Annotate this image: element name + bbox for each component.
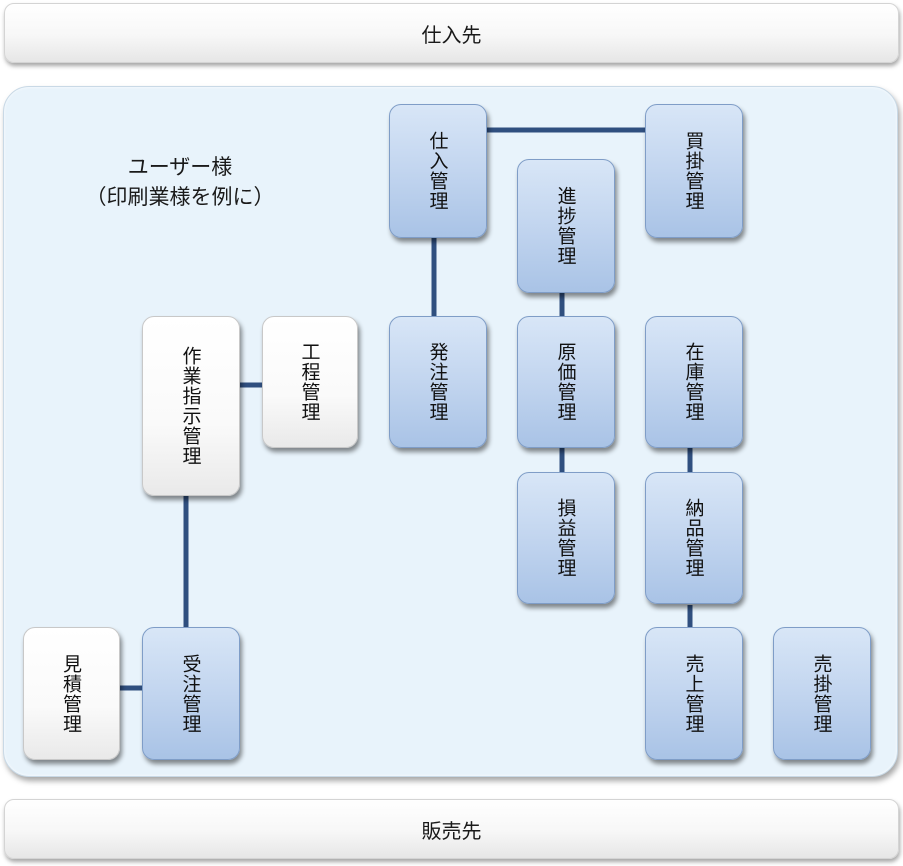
node-profit-loss-management: 損益管理	[517, 472, 615, 604]
customer-bar: 販売先	[4, 799, 899, 859]
node-label: 損益管理	[554, 498, 577, 578]
node-estimate-management: 見積管理	[23, 627, 120, 760]
node-cost-management: 原価管理	[517, 316, 615, 448]
node-work-order-management: 作業指示管理	[142, 316, 240, 496]
node-label: 売上管理	[682, 653, 705, 734]
node-label: 原価管理	[554, 342, 577, 422]
node-label: 納品管理	[682, 498, 705, 578]
node-purchase-management: 仕入管理	[389, 104, 487, 238]
node-label: 発注管理	[426, 342, 449, 422]
node-order-receipt-management: 受注管理	[142, 627, 240, 760]
customer-label: 販売先	[421, 818, 482, 843]
node-label: 工程管理	[298, 342, 321, 422]
node-process-management: 工程管理	[262, 316, 358, 448]
panel-title-line2: （印刷業様を例に）	[85, 185, 275, 209]
node-label: 売掛管理	[810, 653, 833, 734]
panel-title-line1: ユーザー様	[127, 155, 233, 179]
node-label: 在庫管理	[682, 342, 705, 422]
node-progress-management: 進捗管理	[517, 159, 615, 293]
node-label: 仕入管理	[426, 131, 449, 211]
node-sales-management: 売上管理	[645, 627, 743, 760]
node-label: 受注管理	[179, 653, 202, 734]
node-label: 買掛管理	[682, 131, 705, 211]
panel-title: ユーザー様 （印刷業様を例に）	[60, 152, 300, 212]
supplier-label: 仕入先	[421, 22, 482, 47]
node-label: 見積管理	[60, 653, 82, 734]
node-payables-management: 買掛管理	[645, 104, 743, 238]
node-inventory-management: 在庫管理	[645, 316, 743, 448]
node-receivables-management: 売掛管理	[773, 627, 871, 760]
node-order-placement-management: 発注管理	[389, 316, 487, 448]
supplier-bar: 仕入先	[4, 3, 899, 63]
node-label: 進捗管理	[554, 186, 577, 266]
node-delivery-management: 納品管理	[645, 472, 743, 604]
node-label: 作業指示管理	[179, 346, 202, 466]
